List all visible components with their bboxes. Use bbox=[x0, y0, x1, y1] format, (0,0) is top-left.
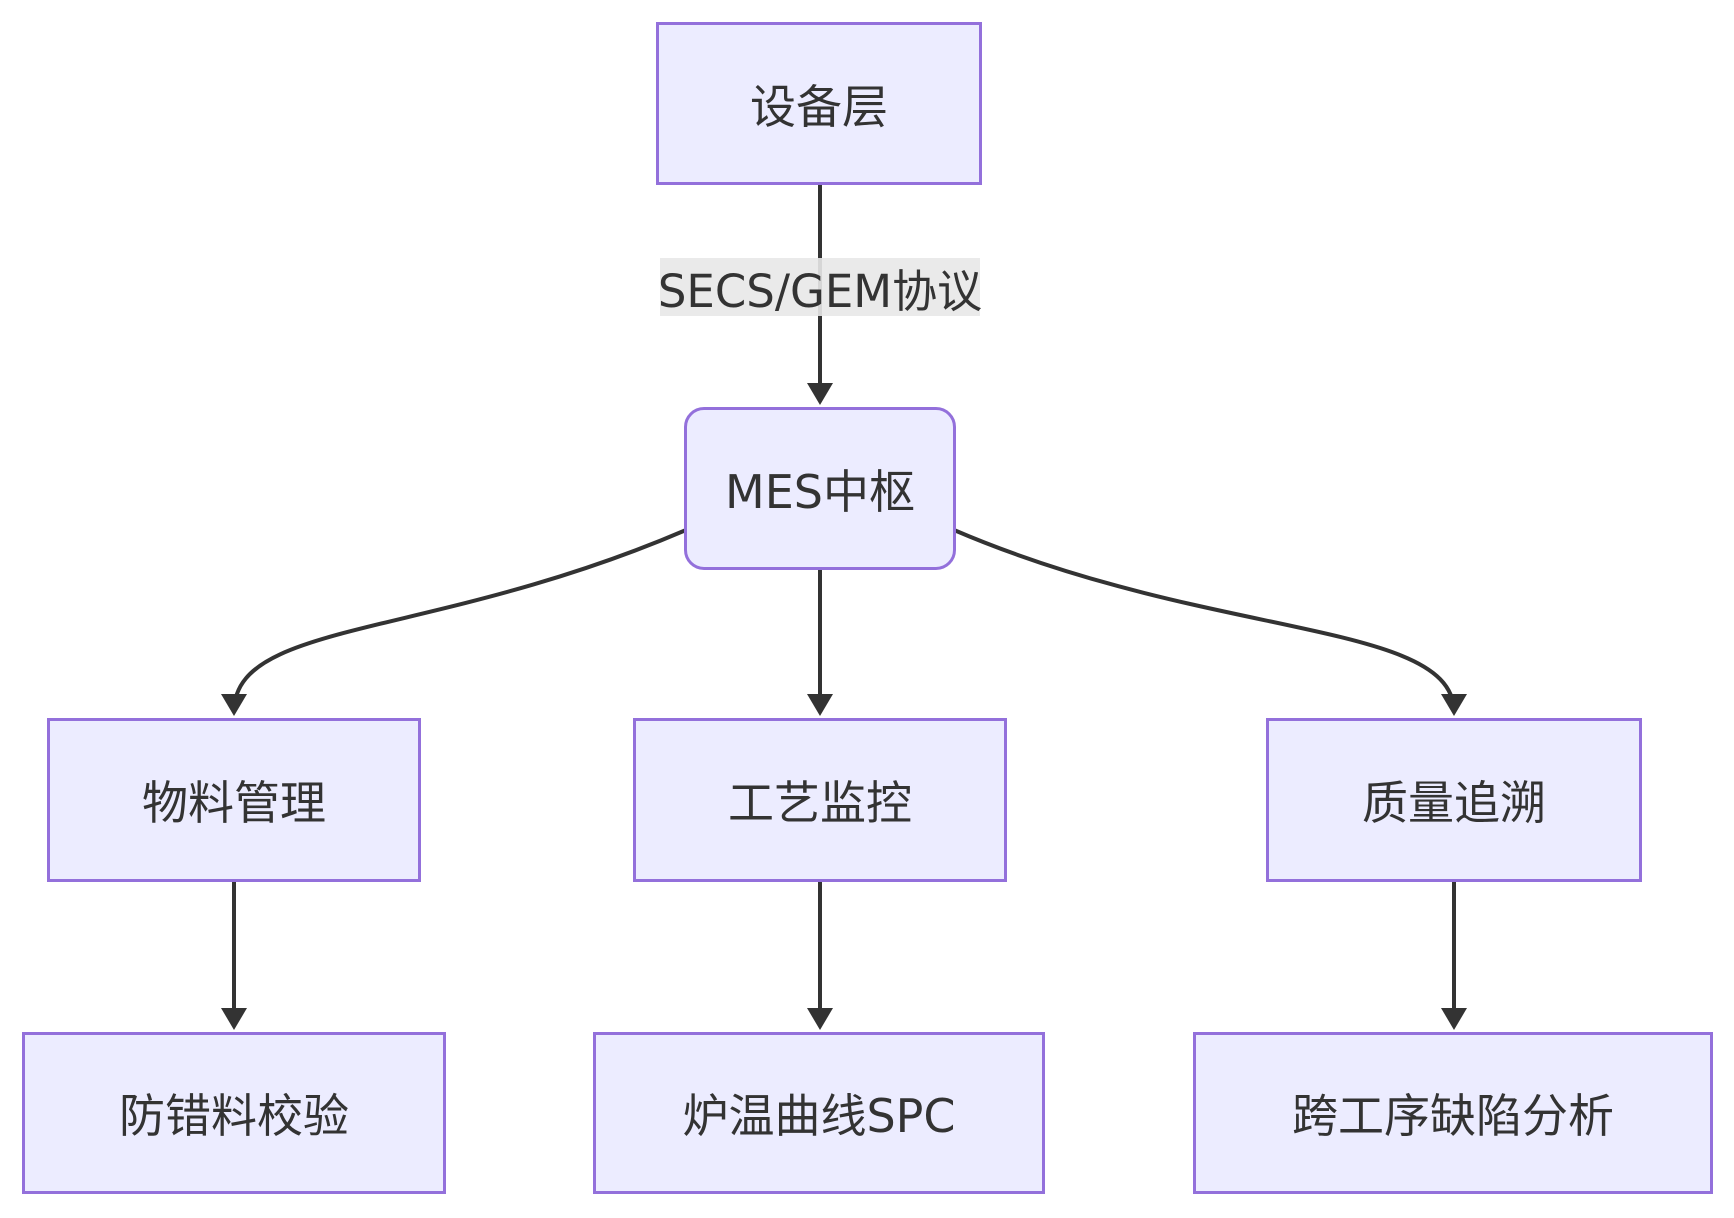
node-cross-process-defect-analysis: 跨工序缺陷分析 bbox=[1193, 1032, 1713, 1194]
edge-mes-to-material bbox=[221, 528, 687, 716]
edge-mes-to-quality bbox=[953, 528, 1467, 716]
node-quality-traceability: 质量追溯 bbox=[1266, 718, 1642, 882]
node-process-monitoring: 工艺监控 bbox=[633, 718, 1007, 882]
node-mes-hub: MES中枢 bbox=[684, 407, 956, 570]
node-furnace-temperature-curve-spc: 炉温曲线SPC bbox=[593, 1032, 1045, 1194]
node-error-proof-material-check: 防错料校验 bbox=[22, 1032, 446, 1194]
node-equipment-layer: 设备层 bbox=[656, 22, 982, 185]
edge-label-secs-gem-protocol: SECS/GEM协议 bbox=[658, 258, 982, 318]
node-material-management: 物料管理 bbox=[47, 718, 421, 882]
